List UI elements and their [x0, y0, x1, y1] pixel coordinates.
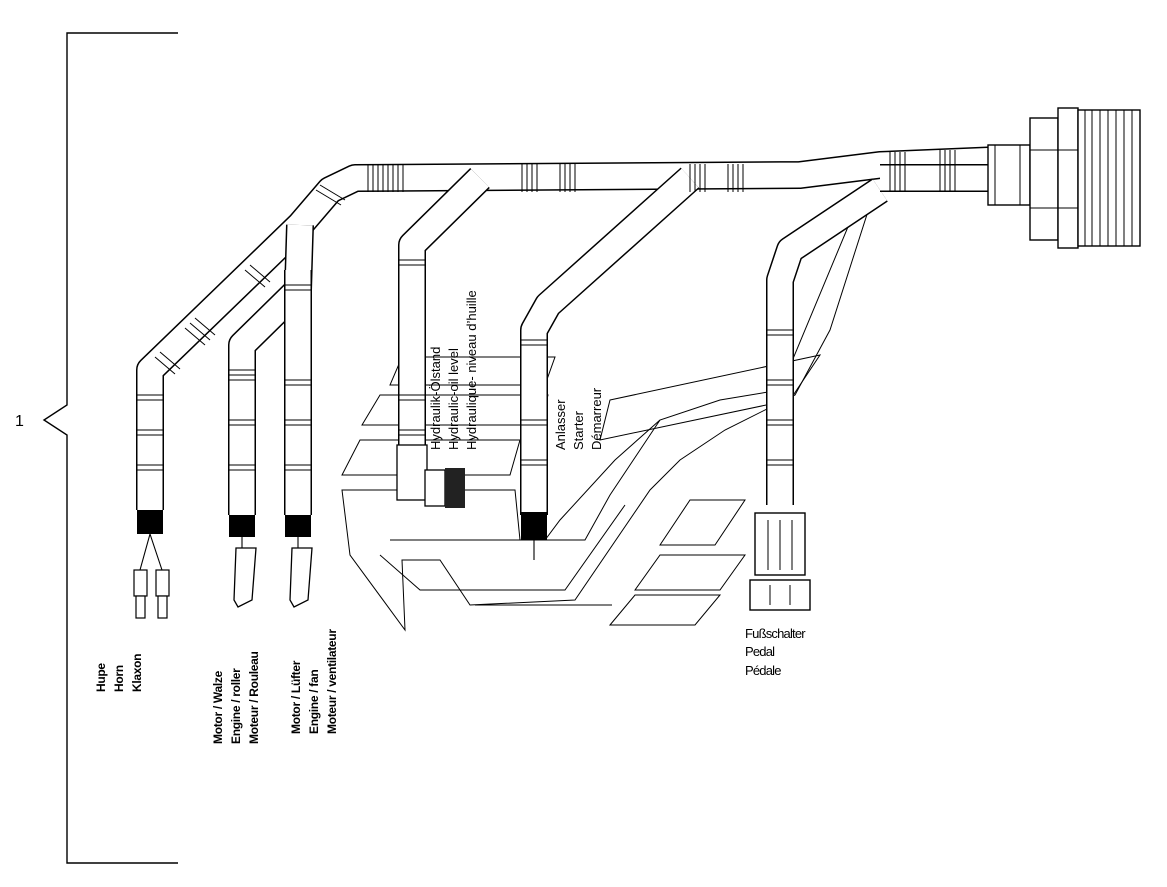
fan-motor-label: Motor / Lüfter Engine / fan Moteur / ven… — [289, 629, 339, 734]
starter-connector — [521, 512, 547, 560]
roller-motor-connector — [229, 515, 257, 608]
hydraulic-oil-sensor — [396, 444, 465, 508]
callout-bracket: 1 — [15, 32, 178, 864]
pedal-label: Fußschalter Pedal Pédale — [745, 626, 807, 678]
horn-label: Hupe Horn Klaxon — [94, 654, 144, 692]
horn-label-de: Hupe — [94, 663, 108, 692]
tape-bands — [136, 150, 956, 471]
pedal-label-de: Fußschalter — [745, 626, 806, 641]
horn-label-fr: Klaxon — [130, 654, 144, 692]
pedal-label-fr: Pédale — [745, 663, 781, 678]
fan-motor-connector — [285, 515, 313, 608]
roller-motor-label-fr: Moteur / Rouleau — [247, 651, 261, 744]
hydraulic-label: Hydraulik-Ölstand Hydraulic-oil level Hy… — [428, 290, 479, 450]
fan-motor-label-de: Motor / Lüfter — [289, 660, 303, 734]
roller-motor-label-de: Motor / Walze — [211, 670, 225, 744]
main-connector — [987, 107, 1141, 249]
starter-label-en: Starter — [571, 410, 586, 450]
fan-motor-label-en: Engine / fan — [307, 670, 321, 734]
starter-label-de: Anlasser — [553, 399, 568, 450]
roller-motor-label-en: Engine / roller — [229, 668, 243, 744]
hydraulic-label-en: Hydraulic-oil level — [446, 348, 461, 450]
hydraulic-label-de: Hydraulik-Ölstand — [428, 347, 443, 450]
pedal-label-en: Pedal — [745, 644, 775, 659]
starter-label-fr: Démarreur — [589, 387, 604, 450]
hydraulic-label-fr: Hydraulique- niveau d’huille — [464, 290, 479, 450]
roller-motor-label: Motor / Walze Engine / roller Moteur / R… — [211, 651, 261, 744]
pedal-switch-connector — [749, 512, 811, 611]
horn-label-en: Horn — [112, 665, 126, 692]
machine-outline — [341, 204, 871, 632]
callout-number: 1 — [15, 413, 24, 430]
fan-motor-label-fr: Moteur / ventilateur — [325, 629, 339, 734]
horn-terminals — [133, 510, 170, 619]
harness-trunks — [136, 146, 1001, 515]
starter-label: Anlasser Starter Démarreur — [553, 387, 604, 450]
